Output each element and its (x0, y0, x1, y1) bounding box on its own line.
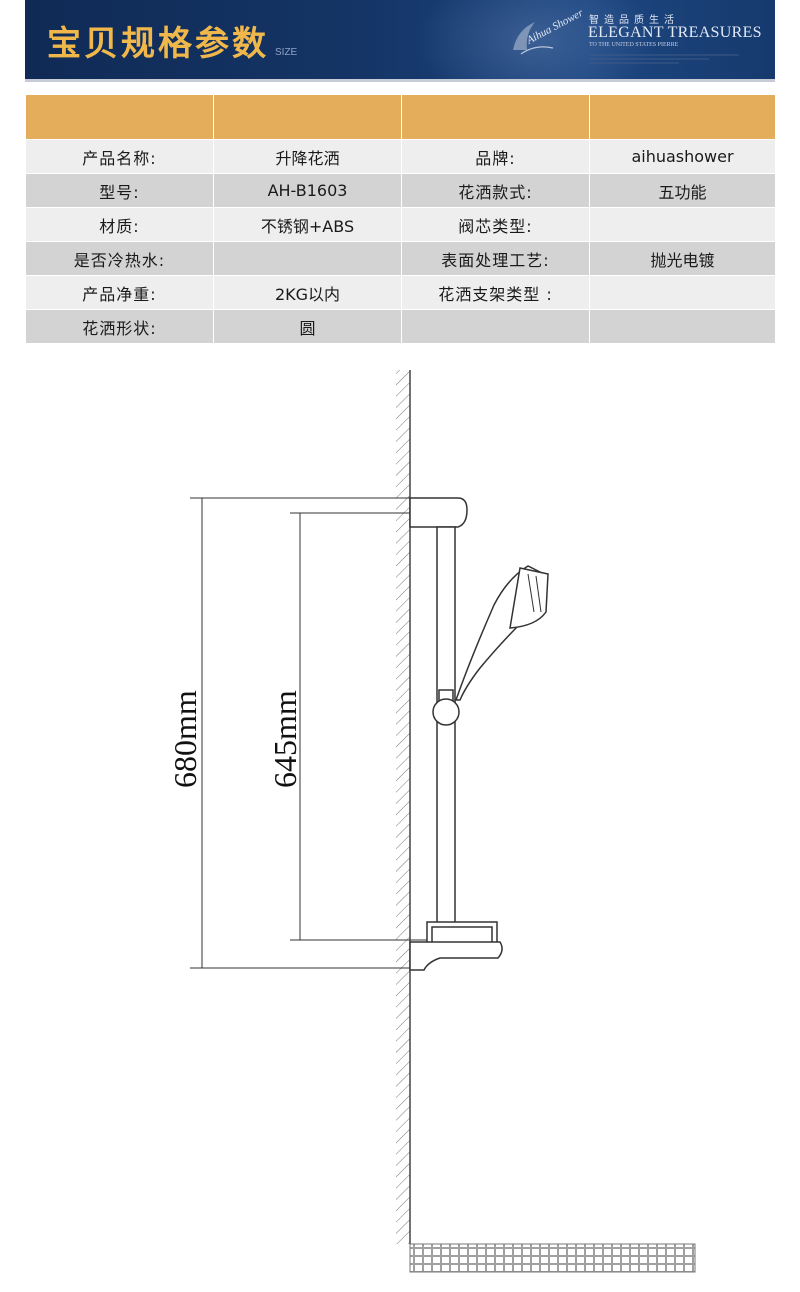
spec-label: 表面处理工艺: (401, 241, 590, 276)
hand-shower (454, 565, 549, 701)
spec-value: 圆 (213, 309, 402, 344)
slide-bar (436, 526, 456, 942)
spec-value: 五功能 (589, 173, 776, 208)
spec-value: 不锈钢+ABS (213, 207, 402, 242)
spec-table: 产品名称: 升降花洒 品牌: aihuashower 型号: AH-B1603 … (25, 94, 776, 344)
dimension-label-inner: 645mm (267, 690, 303, 788)
spec-label: 品牌: (401, 139, 590, 174)
header-cell (25, 94, 214, 140)
page-title: 宝贝规格参数 (47, 24, 269, 64)
spec-row: 产品净重: 2KG以内 花洒支架类型 : (25, 275, 776, 310)
header-cell (213, 94, 402, 140)
spec-label: 花洒支架类型 : (401, 275, 590, 310)
spec-label: 花洒款式: (401, 173, 590, 208)
spec-row: 是否冷热水: 表面处理工艺: 抛光电镀 (25, 241, 776, 276)
product-dimension-drawing: 680mm 645mm (167, 370, 696, 1273)
spec-value: aihuashower (589, 139, 776, 174)
header-cell (401, 94, 590, 140)
header-banner: 宝贝规格参数 SIZE Aihua Shower 智造品质生活 ELEGANT … (25, 0, 775, 82)
spec-row: 型号: AH-B1603 花洒款式: 五功能 (25, 173, 776, 208)
floor-tiles (409, 1243, 696, 1273)
page-subtitle: SIZE (275, 47, 298, 58)
top-bracket (409, 497, 468, 528)
wall (396, 370, 411, 1244)
spec-value (213, 241, 402, 276)
header-cell (589, 94, 776, 140)
dimension-label-outer: 680mm (167, 690, 203, 788)
brand-slogan-cn: 智造品质生活 (589, 15, 679, 26)
spec-label: 花洒形状: (25, 309, 214, 344)
spec-value (589, 207, 776, 242)
spec-value (589, 309, 776, 344)
bottom-bracket (409, 921, 503, 971)
spec-row: 花洒形状: 圆 (25, 309, 776, 344)
decorative-lines (589, 54, 739, 64)
spec-value: 2KG以内 (213, 275, 402, 310)
banner-glow (405, 0, 665, 79)
slider-holder (432, 689, 460, 726)
spec-row: 产品名称: 升降花洒 品牌: aihuashower (25, 139, 776, 174)
spec-value (589, 275, 776, 310)
spec-value: AH-B1603 (213, 173, 402, 208)
brand-slogan-en: ELEGANT TREASURES (588, 24, 762, 41)
spec-value: 升降花洒 (213, 139, 402, 174)
brand-logo-icon: Aihua Shower (513, 10, 586, 55)
spec-label: 材质: (25, 207, 214, 242)
spec-label: 产品名称: (25, 139, 214, 174)
spec-value: 抛光电镀 (589, 241, 776, 276)
brand-tagline: TO THE UNITED STATES PIERRE (589, 42, 679, 48)
spec-row: 材质: 不锈钢+ABS 阀芯类型: (25, 207, 776, 242)
spec-label: 阀芯类型: (401, 207, 590, 242)
spec-label: 产品净重: (25, 275, 214, 310)
spec-label (401, 309, 590, 344)
svg-text:Aihua Shower: Aihua Shower (524, 10, 586, 47)
spec-header-row (25, 94, 776, 140)
spec-label: 型号: (25, 173, 214, 208)
spec-label: 是否冷热水: (25, 241, 214, 276)
